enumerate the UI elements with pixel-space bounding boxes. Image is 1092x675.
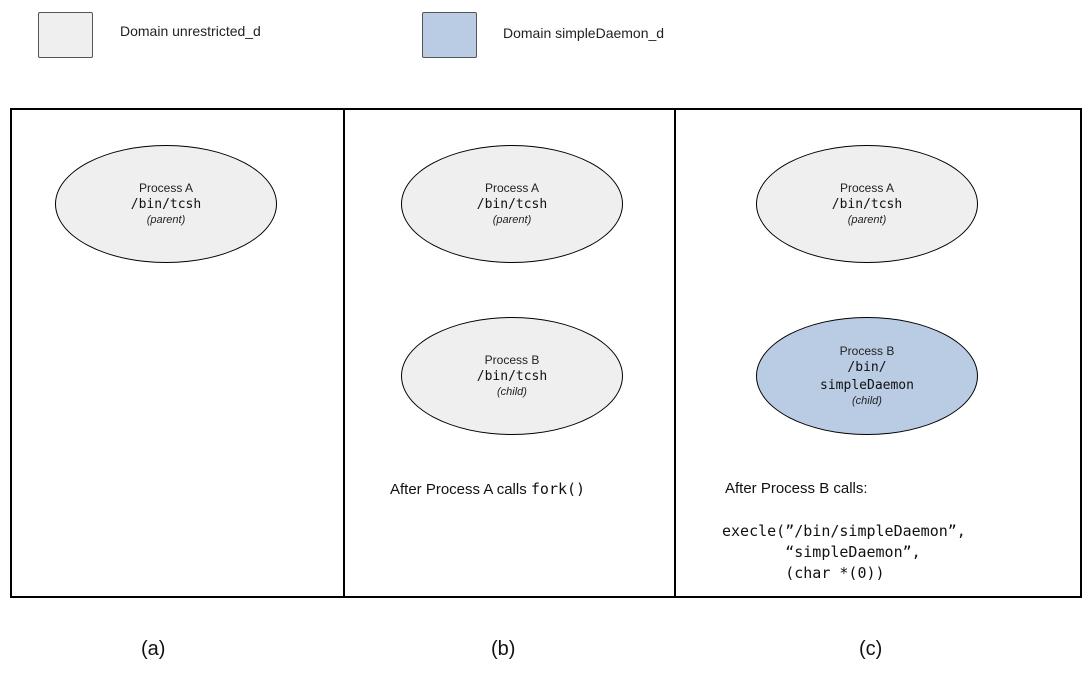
legend-swatch-unrestricted	[38, 12, 93, 58]
caption-text: After Process B calls:	[725, 480, 868, 497]
process-a-ellipse: Process A /bin/tcsh (parent)	[756, 145, 978, 263]
process-path: /bin/tcsh	[476, 368, 548, 384]
process-b-ellipse: Process B /bin/ simpleDaemon (child)	[756, 317, 978, 435]
code-line: execle(”/bin/simpleDaemon”,	[722, 522, 966, 540]
process-name: Process A	[839, 180, 895, 195]
process-name: Process A	[138, 180, 194, 195]
process-path: /bin/tcsh	[831, 196, 903, 212]
panel-label-a: (a)	[141, 638, 166, 660]
execle-caption: After Process B calls:	[725, 480, 868, 497]
process-path: /bin/tcsh	[476, 196, 548, 212]
process-role: (parent)	[146, 214, 186, 227]
legend-swatch-simpledaemon	[422, 12, 477, 58]
process-b-ellipse: Process B /bin/tcsh (child)	[401, 317, 623, 435]
legend-label-unrestricted: Domain unrestricted_d	[120, 23, 261, 39]
process-name: Process A	[484, 180, 540, 195]
panel-label-c: (c)	[859, 638, 883, 660]
caption-text: After Process A calls	[390, 481, 531, 498]
process-a-ellipse: Process A /bin/tcsh (parent)	[401, 145, 623, 263]
process-path-line2: simpleDaemon	[820, 377, 914, 393]
process-role: (parent)	[847, 214, 887, 227]
process-path: /bin/tcsh	[130, 196, 202, 212]
panel-label-b: (b)	[491, 638, 516, 660]
process-name: Process B	[484, 352, 540, 367]
process-role: (child)	[497, 386, 527, 399]
code-line: (char *(0))	[722, 564, 885, 582]
caption-code: fork()	[530, 480, 586, 498]
process-name: Process B	[839, 343, 895, 358]
process-role: (child)	[852, 395, 882, 408]
legend-label-simpledaemon: Domain simpleDaemon_d	[503, 25, 665, 41]
code-line: “simpleDaemon”,	[722, 543, 921, 561]
process-path-line1: /bin/	[847, 360, 887, 376]
process-a-ellipse: Process A /bin/tcsh (parent)	[55, 145, 277, 263]
fork-caption: After Process A calls fork()	[390, 480, 585, 498]
process-role: (parent)	[492, 214, 532, 227]
execle-code: execle(”/bin/simpleDaemon”, “simpleDaemo…	[722, 521, 966, 584]
